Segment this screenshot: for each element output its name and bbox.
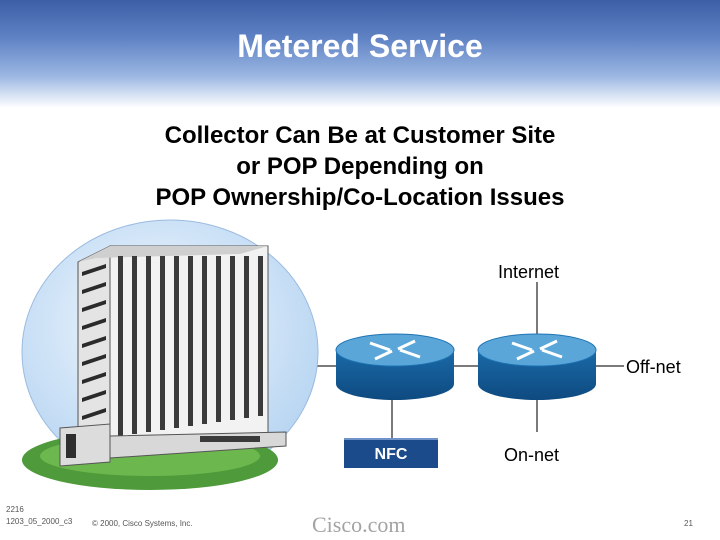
subtitle-line-1: Collector Can Be at Customer Site (164, 122, 556, 149)
copyright-text: © 2000, Cisco Systems, Inc. (92, 519, 193, 528)
annex-windows (200, 436, 260, 442)
slide-subtitle: Collector Can Be at Customer Site or POP… (80, 120, 640, 213)
router-icon (335, 333, 455, 400)
slide-title: Metered Service (237, 28, 483, 64)
nfc-box: NFC (344, 438, 438, 468)
off-net-label: Off-net (626, 357, 681, 377)
building-side-windows (118, 256, 263, 436)
slide-code-line-2: 1203_05_2000_c3 (6, 517, 73, 526)
slide-code-line-1: 2216 (6, 505, 24, 514)
entrance-door (66, 434, 76, 458)
router-icon (477, 333, 597, 400)
building-roof (78, 246, 268, 262)
page-number: 21 (684, 519, 693, 528)
on-net-label: On-net (504, 445, 560, 465)
building-illustration (21, 219, 319, 490)
internet-label: Internet (498, 262, 560, 282)
building-front-windows (82, 264, 106, 420)
cisco-logo: Cisco.com (312, 512, 406, 537)
title-bar (0, 0, 720, 108)
subtitle-line-3: POP Ownership/Co-Location Issues (155, 184, 565, 211)
subtitle-line-2: or POP Depending on (236, 153, 484, 180)
